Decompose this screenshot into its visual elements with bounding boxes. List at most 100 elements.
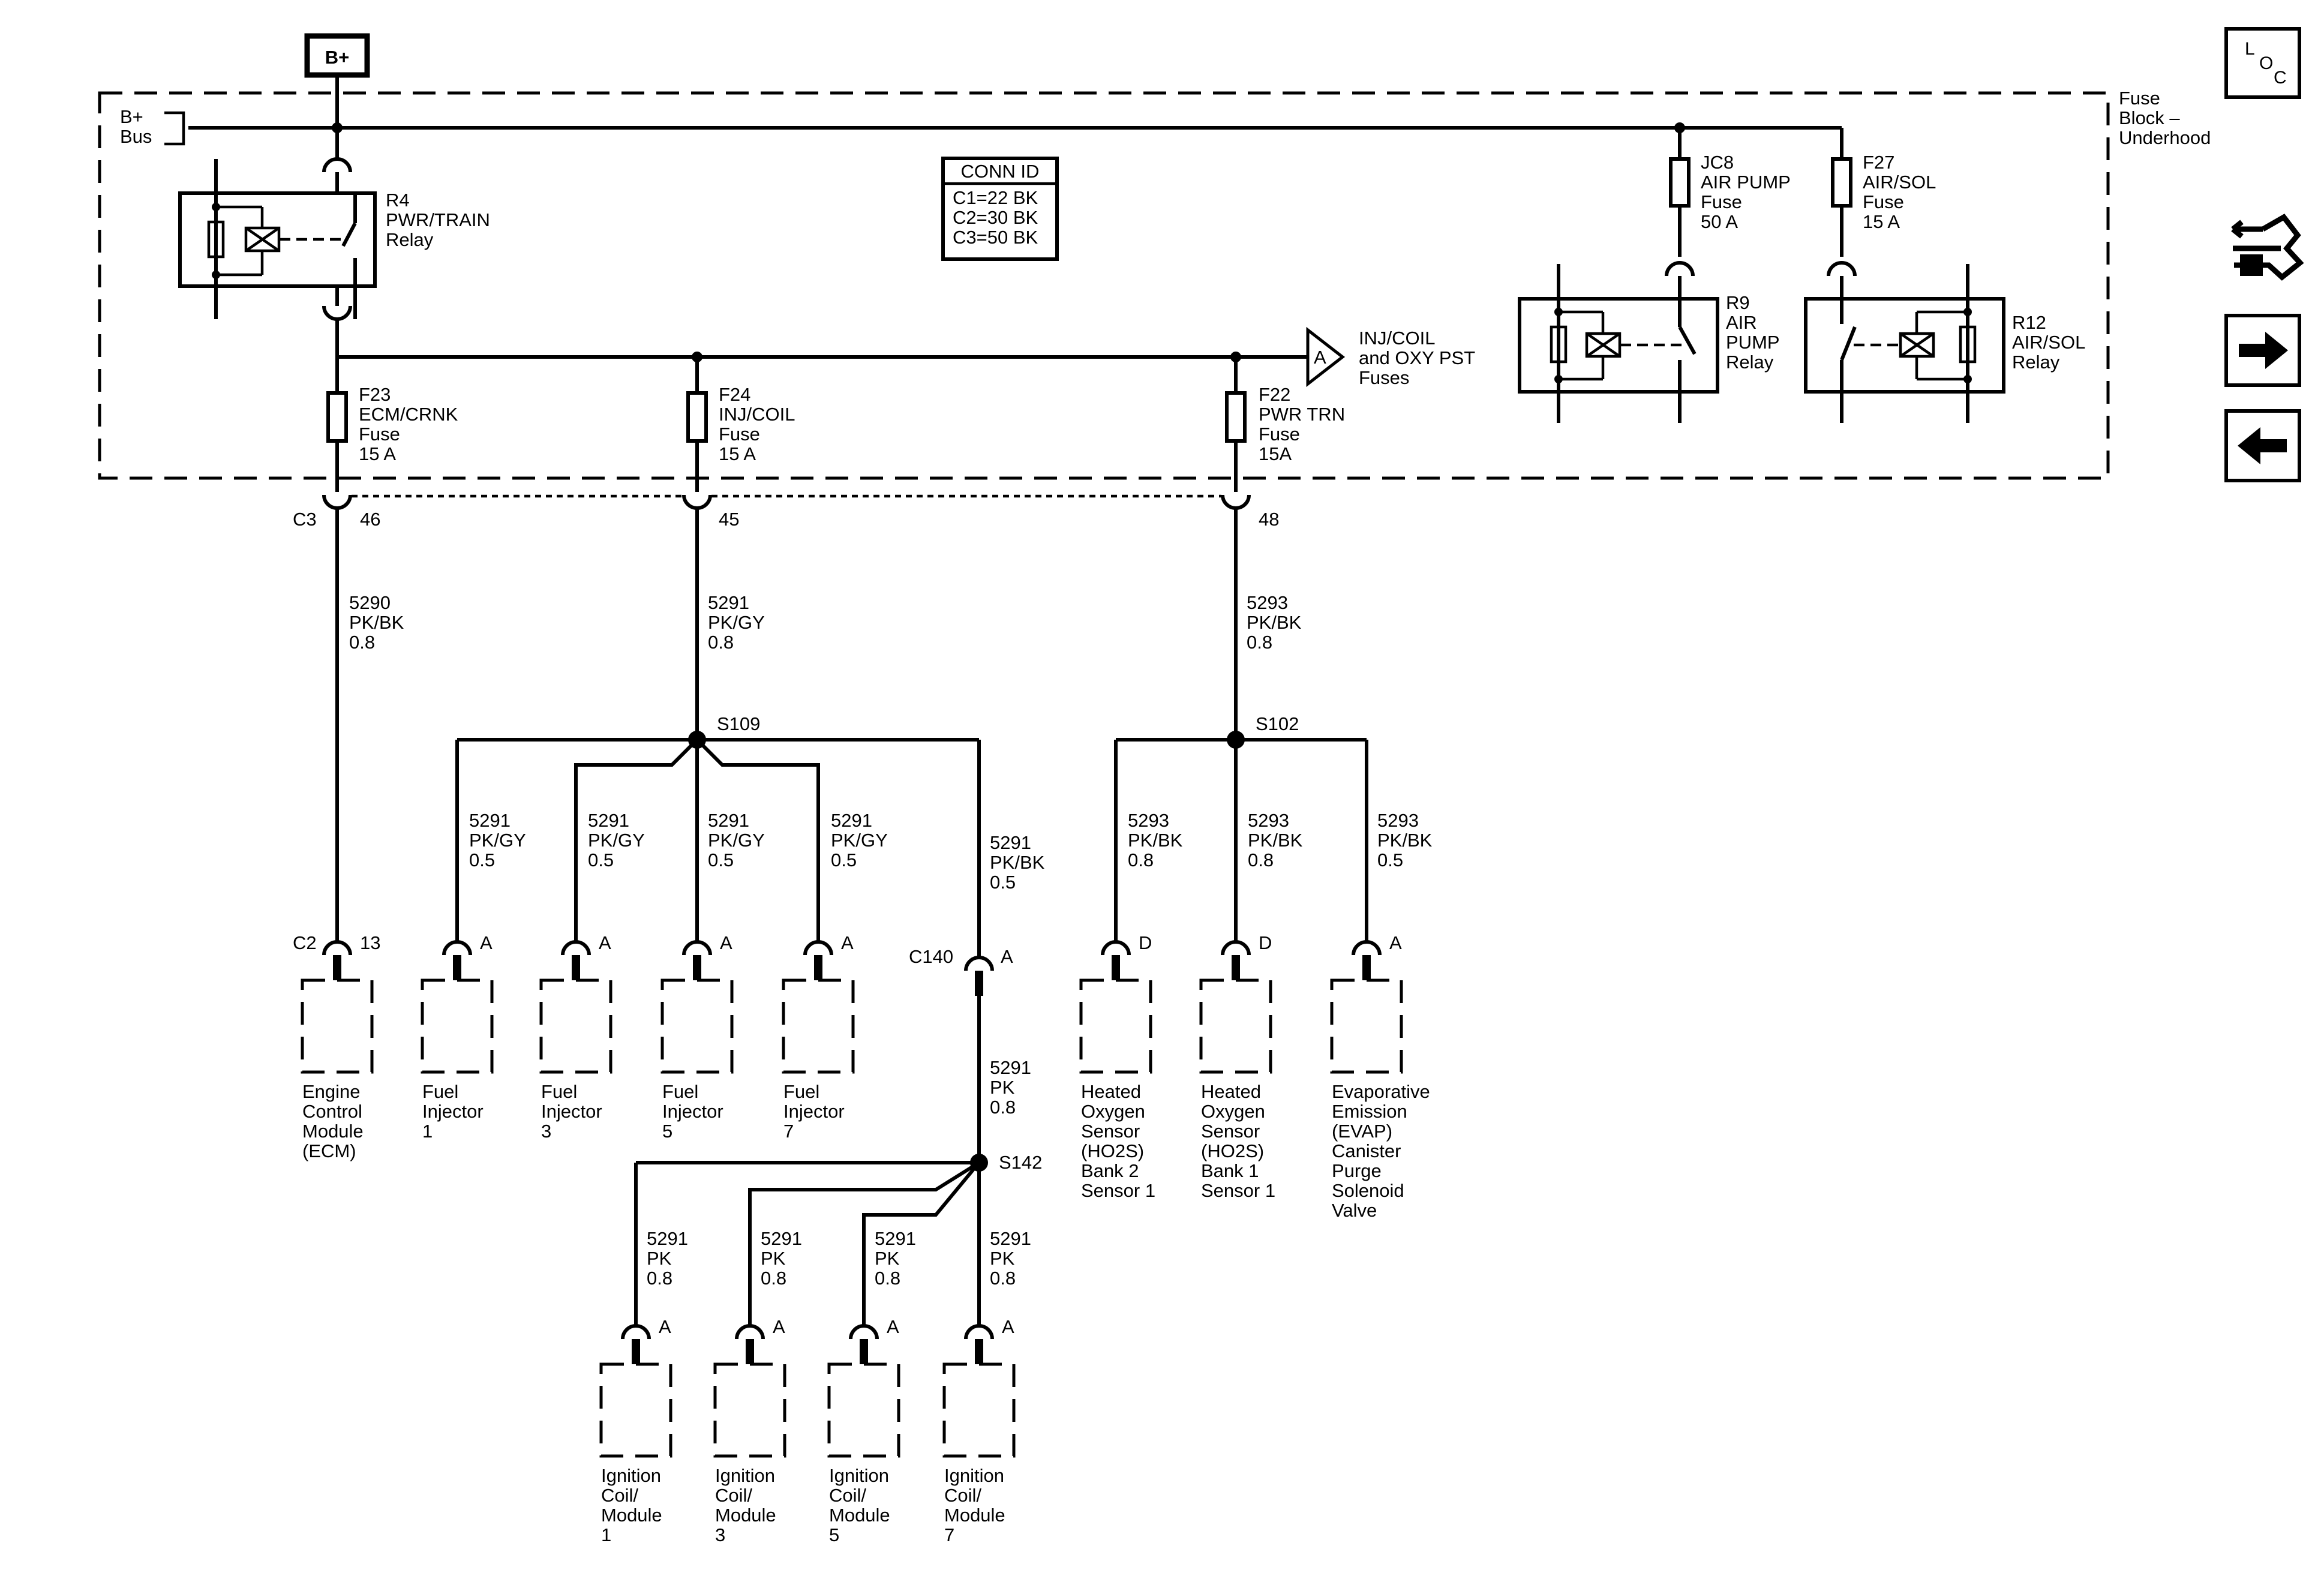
svg-text:A: A <box>599 932 611 953</box>
svg-text:Module: Module <box>302 1121 364 1142</box>
svg-text:B+: B+ <box>325 47 350 68</box>
svg-text:PWR/TRAIN: PWR/TRAIN <box>386 209 490 230</box>
svg-text:Module: Module <box>715 1505 776 1526</box>
svg-text:(HO2S): (HO2S) <box>1201 1140 1264 1161</box>
svg-text:48: 48 <box>1259 509 1279 530</box>
svg-text:Relay: Relay <box>1726 352 1774 373</box>
svg-text:R12: R12 <box>2012 312 2046 333</box>
svg-text:PK/GY: PK/GY <box>708 612 765 633</box>
svg-text:JC8: JC8 <box>1701 152 1734 173</box>
relay-output-bus: A INJ/COIL and OXY PST Fuses <box>337 326 1475 388</box>
svg-text:5291: 5291 <box>708 810 749 831</box>
svg-text:0.5: 0.5 <box>1377 849 1403 870</box>
svg-text:5293: 5293 <box>1377 810 1419 831</box>
wire-label-inj1: 5291 PK/GY 0.5 <box>469 810 526 870</box>
svg-text:Canister: Canister <box>1332 1140 1401 1161</box>
svg-text:Fuse: Fuse <box>1701 191 1742 212</box>
svg-text:5293: 5293 <box>1247 592 1288 613</box>
svg-text:INJ/COIL: INJ/COIL <box>719 404 795 425</box>
wire-label-inj7: 5291 PK/GY 0.5 <box>831 810 888 870</box>
svg-text:B+: B+ <box>120 106 143 127</box>
svg-text:Evaporative: Evaporative <box>1332 1081 1430 1102</box>
svg-text:ECM/CRNK: ECM/CRNK <box>359 404 458 425</box>
svg-text:R9: R9 <box>1726 292 1750 313</box>
svg-text:3: 3 <box>541 1121 551 1142</box>
svg-text:15 A: 15 A <box>719 443 756 464</box>
svg-text:Ignition: Ignition <box>601 1465 661 1486</box>
wire-label-coil5: 5291 PK 0.8 <box>875 1228 916 1289</box>
connector-c3: C3 46 45 48 <box>293 494 1279 530</box>
conn-id-table: CONN ID C1=22 BK C2=30 BK C3=50 BK <box>941 157 1059 261</box>
svg-text:Coil/: Coil/ <box>829 1485 866 1506</box>
b-plus-source: B+ <box>304 33 370 128</box>
svg-text:O: O <box>2259 53 2273 73</box>
svg-text:Solenoid: Solenoid <box>1332 1180 1404 1201</box>
relay-r12: R12 AIR/SOL Relay <box>1804 261 2085 423</box>
svg-text:Bus: Bus <box>120 126 152 147</box>
circuit-5291-trunk: 5291 PK/GY 0.8 S109 5291 PK/GY 0.5 5291 … <box>455 509 1045 957</box>
circuit-5290: 5290 PK/BK 0.8 <box>335 509 404 942</box>
svg-text:PK: PK <box>990 1248 1015 1269</box>
next-page-button[interactable] <box>2224 314 2301 387</box>
loc-icon: L O C <box>2245 39 2287 88</box>
svg-text:5291: 5291 <box>831 810 872 831</box>
svg-text:Ignition: Ignition <box>944 1465 1004 1486</box>
svg-text:5291: 5291 <box>875 1228 916 1249</box>
arrow-right-icon <box>2239 332 2288 369</box>
connector-symbol-icon[interactable] <box>2227 211 2305 286</box>
svg-text:PK/GY: PK/GY <box>708 830 765 851</box>
relay-r9: R9 AIR PUMP Relay <box>1518 261 1780 423</box>
svg-text:A: A <box>720 932 732 953</box>
svg-text:0.5: 0.5 <box>831 849 857 870</box>
svg-text:PK/GY: PK/GY <box>588 830 645 851</box>
svg-text:AIR/SOL: AIR/SOL <box>2012 332 2085 353</box>
svg-text:15 A: 15 A <box>359 443 396 464</box>
svg-text:AIR: AIR <box>1726 312 1757 333</box>
svg-text:PWR TRN: PWR TRN <box>1259 404 1345 425</box>
svg-text:PK/BK: PK/BK <box>349 612 404 633</box>
svg-text:C3: C3 <box>293 509 317 530</box>
svg-text:CONN ID: CONN ID <box>961 161 1040 182</box>
svg-text:F22: F22 <box>1259 384 1290 405</box>
svg-text:0.8: 0.8 <box>349 632 375 653</box>
svg-text:0.8: 0.8 <box>990 1097 1016 1118</box>
svg-text:PK/GY: PK/GY <box>831 830 888 851</box>
connector-c2-label: C2 <box>293 932 317 953</box>
svg-text:Injector: Injector <box>783 1101 845 1122</box>
svg-text:3: 3 <box>715 1524 725 1545</box>
svg-text:Purge: Purge <box>1332 1160 1382 1181</box>
wire-label-ho2s-b2: 5293 PK/BK 0.8 <box>1128 810 1183 870</box>
svg-text:Relay: Relay <box>2012 352 2060 373</box>
fuse-f23: F23 ECM/CRNK Fuse 15 A <box>326 357 458 492</box>
svg-text:Heated: Heated <box>1201 1081 1261 1102</box>
svg-text:Fuse: Fuse <box>359 424 400 445</box>
svg-text:Sensor 1: Sensor 1 <box>1081 1180 1155 1201</box>
svg-text:45: 45 <box>719 509 739 530</box>
svg-text:S109: S109 <box>717 713 760 734</box>
svg-text:15 A: 15 A <box>1863 211 1900 232</box>
svg-text:Fuse: Fuse <box>1259 424 1300 445</box>
svg-text:5291: 5291 <box>990 1228 1031 1249</box>
svg-text:5293: 5293 <box>1248 810 1289 831</box>
connector-c140: C140 A 5291 PK 0.8 <box>909 946 1031 1163</box>
previous-page-button[interactable] <box>2224 409 2301 482</box>
svg-text:0.8: 0.8 <box>708 632 734 653</box>
svg-text:5293: 5293 <box>1128 810 1169 831</box>
fuse-jc8: JC8 AIR PUMP Fuse 50 A <box>1669 128 1791 257</box>
svg-text:5291: 5291 <box>469 810 511 831</box>
svg-text:1: 1 <box>601 1524 611 1545</box>
svg-text:A: A <box>841 932 854 953</box>
svg-text:Injector: Injector <box>422 1101 484 1122</box>
loc-button[interactable]: L O C <box>2224 27 2301 99</box>
wire-label-coil7: 5291 PK 0.8 <box>990 1228 1031 1289</box>
svg-text:Block –: Block – <box>2119 107 2180 128</box>
